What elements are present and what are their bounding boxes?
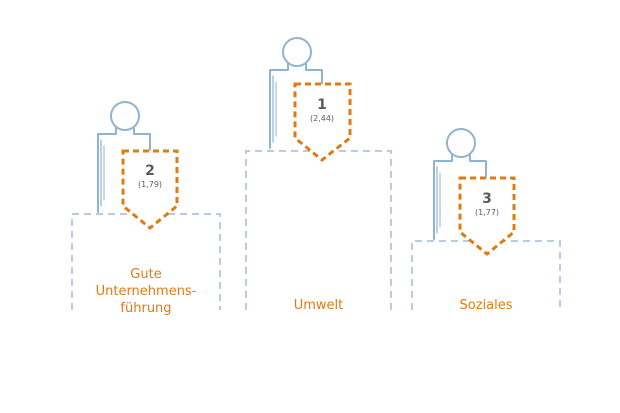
podium-left-label-line: Unternehmens-	[95, 284, 197, 299]
rank-center: 1 (2,44)	[297, 97, 347, 125]
podium-center-label: Umwelt	[246, 297, 391, 314]
person-center-icon	[269, 37, 323, 149]
podium-left-label: Gute Unternehmens- führung	[72, 266, 220, 317]
badge-left-icon	[121, 149, 179, 230]
rank-center-number: 1	[317, 97, 327, 113]
rank-left: 2 (1,79)	[125, 163, 175, 191]
podium-right-label-line: Soziales	[459, 298, 513, 313]
rank-right: 3 (1,77)	[462, 191, 512, 219]
podium-right	[411, 128, 561, 310]
badge-right-icon	[458, 176, 516, 256]
person-left-icon	[97, 101, 151, 213]
badge-center-icon	[293, 82, 352, 162]
podium-left-label-line: führung	[120, 301, 172, 316]
podium-left	[71, 101, 221, 310]
rank-right-score: (1,77)	[474, 208, 500, 217]
podium-right-label: Soziales	[412, 297, 560, 314]
rank-left-score: (1,79)	[137, 180, 163, 189]
podium-center-label-line: Umwelt	[293, 298, 344, 313]
podium-center	[245, 37, 392, 310]
rank-center-score: (2,44)	[309, 114, 335, 123]
person-right-icon	[433, 128, 487, 240]
podium-center-outline	[245, 150, 392, 310]
rank-left-number: 2	[145, 163, 155, 179]
podium-left-label-line: Gute	[130, 267, 162, 282]
rank-right-number: 3	[482, 191, 492, 207]
